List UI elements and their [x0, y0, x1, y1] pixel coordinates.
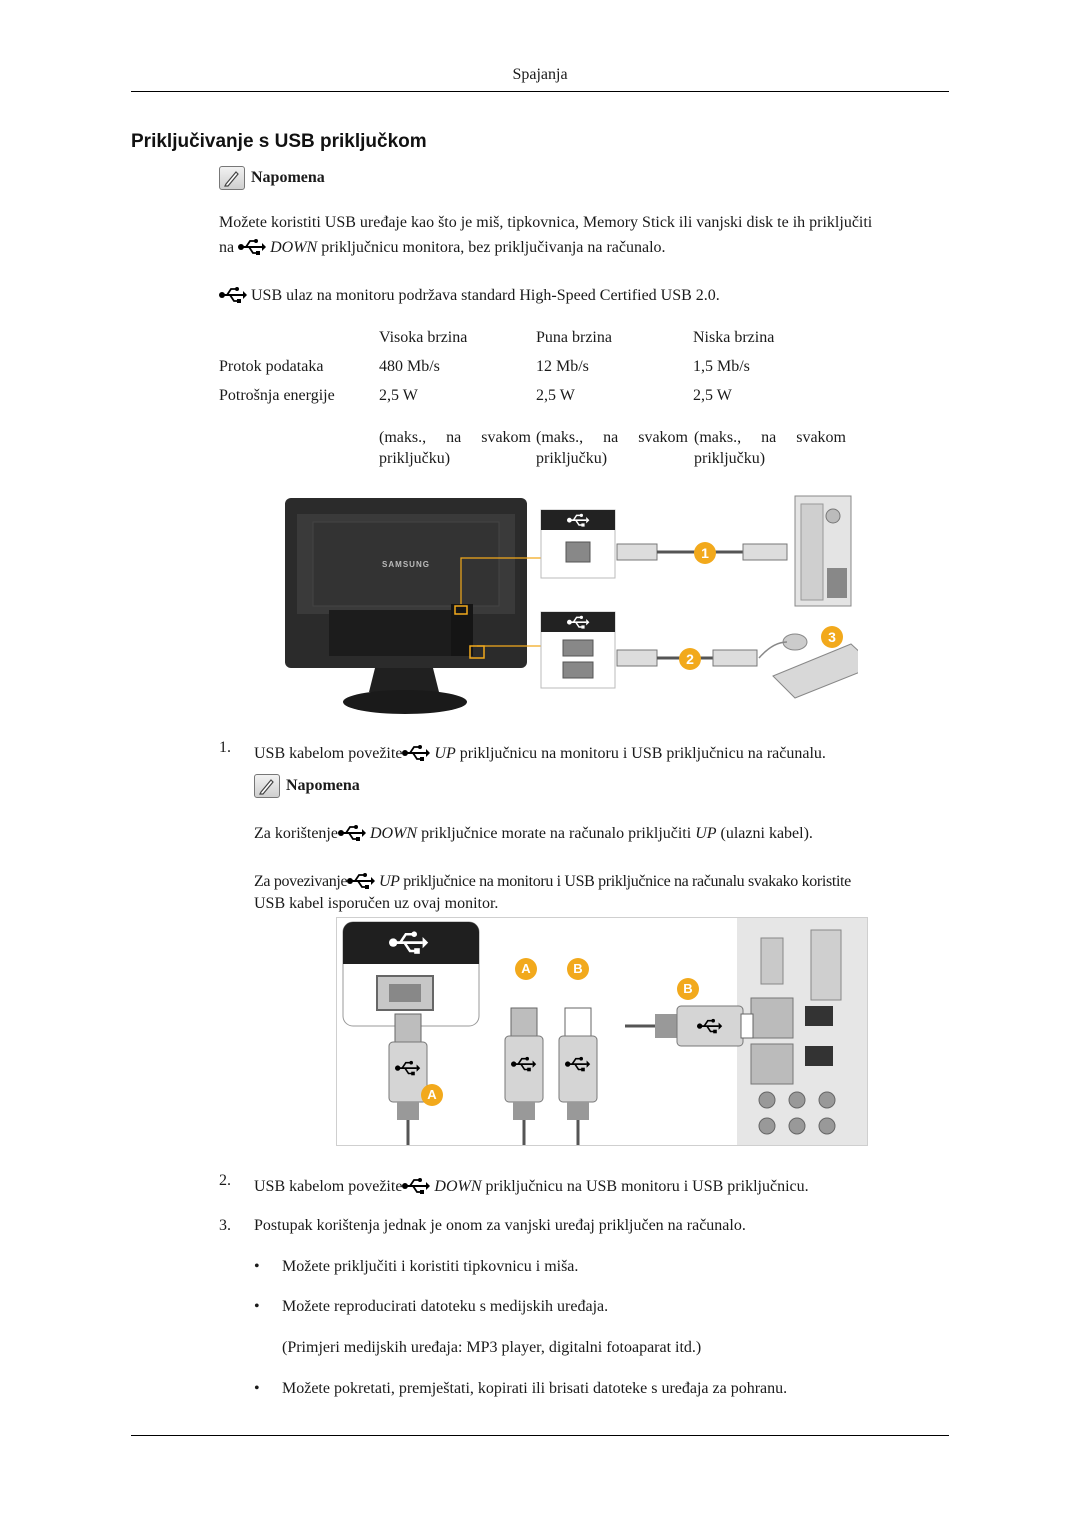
usb-icon	[337, 824, 366, 842]
list-item: Možete priključiti i koristiti tipkovnic…	[282, 1258, 579, 1275]
intro-paragraph: Možete koristiti USB uređaje kao što je …	[219, 210, 959, 260]
usb-connector-illustration	[337, 918, 867, 1145]
table-row: Protok podataka 480 Mb/s 12 Mb/s 1,5 Mb/…	[219, 358, 750, 375]
step-1-text: USB kabelom povežite UP priključnicu na …	[254, 744, 826, 762]
table-footnote: (maks., na svakom priključku)	[536, 429, 688, 467]
table-header-row: Visoka brzina Puna brzina Niska brzina	[219, 329, 853, 358]
callout-badge: A	[421, 1084, 443, 1106]
list-item: Možete reproducirati datoteku s medijski…	[282, 1298, 609, 1315]
section-title: Priključivanje s USB priključkom	[131, 131, 427, 152]
note-icon	[219, 166, 245, 190]
note-heading: Napomena	[219, 166, 325, 190]
usb-icon	[402, 744, 431, 762]
intro-line1: Možete koristiti USB uređaje kao što je …	[219, 214, 873, 231]
bullet-marker: •	[254, 1380, 260, 1397]
bullet-marker: •	[254, 1298, 260, 1315]
step-number: 3.	[219, 1217, 231, 1234]
note-label: Napomena	[286, 777, 360, 794]
usb-icon	[347, 872, 376, 890]
callout-badge: A	[515, 958, 537, 980]
intro-line2: na DOWN priključnicu monitora, bez prikl…	[219, 238, 666, 256]
step-number: 2.	[219, 1172, 231, 1189]
table-footnote: (maks., na svakom priključku)	[694, 429, 846, 467]
note-heading: Napomena	[254, 774, 360, 798]
table-header-cell: Niska brzina	[693, 329, 775, 346]
note2-line3: USB kabel isporučen uz ovaj monitor.	[254, 895, 499, 912]
bullet-marker: •	[254, 1258, 260, 1275]
footer-rule	[131, 1435, 949, 1436]
header-rule	[131, 91, 949, 92]
brand-logo: SAMSUNG	[382, 560, 430, 569]
usb-icon	[402, 1177, 431, 1195]
step-number: 1.	[219, 739, 231, 756]
table-header-cell: Puna brzina	[536, 329, 612, 346]
usb-support-line: USB ulaz na monitoru podržava standard H…	[219, 283, 959, 308]
usb-icon	[238, 238, 267, 256]
note2-line1: Za korištenje DOWN priključnice morate n…	[254, 824, 813, 842]
table-row: Potrošnja energije 2,5 W 2,5 W 2,5 W	[219, 387, 732, 404]
usb-icon	[219, 286, 247, 304]
callout-badge: 3	[821, 626, 843, 648]
monitor-usb-illustration	[285, 495, 876, 714]
usb-connection-figure: 1 2 3 SAMSUNG	[283, 492, 876, 720]
callout-badge: B	[677, 978, 699, 1000]
page-header-title: Spajanja	[512, 66, 568, 83]
step-3-text: Postupak korištenja jednak je onom za va…	[254, 1217, 746, 1234]
callout-badge: 2	[679, 648, 701, 670]
callout-badge: 1	[694, 542, 716, 564]
usb-connector-figure: A A B B	[336, 917, 868, 1146]
note2-line2: Za povezivanje UP priključnice na monito…	[254, 872, 851, 890]
step-2-text: USB kabelom povežite DOWN priključnicu n…	[254, 1177, 809, 1195]
table-header-cell: Visoka brzina	[379, 329, 468, 346]
media-examples: (Primjeri medijskih uređaja: MP3 player,…	[282, 1339, 702, 1356]
usb-spec-table: Visoka brzina Puna brzina Niska brzina P…	[219, 329, 853, 416]
note-label: Napomena	[251, 169, 325, 186]
table-footnote: (maks., na svakom priključku)	[379, 429, 531, 467]
list-item: Možete pokretati, premještati, kopirati …	[282, 1380, 788, 1397]
note-icon	[254, 774, 280, 798]
callout-badge: B	[567, 958, 589, 980]
